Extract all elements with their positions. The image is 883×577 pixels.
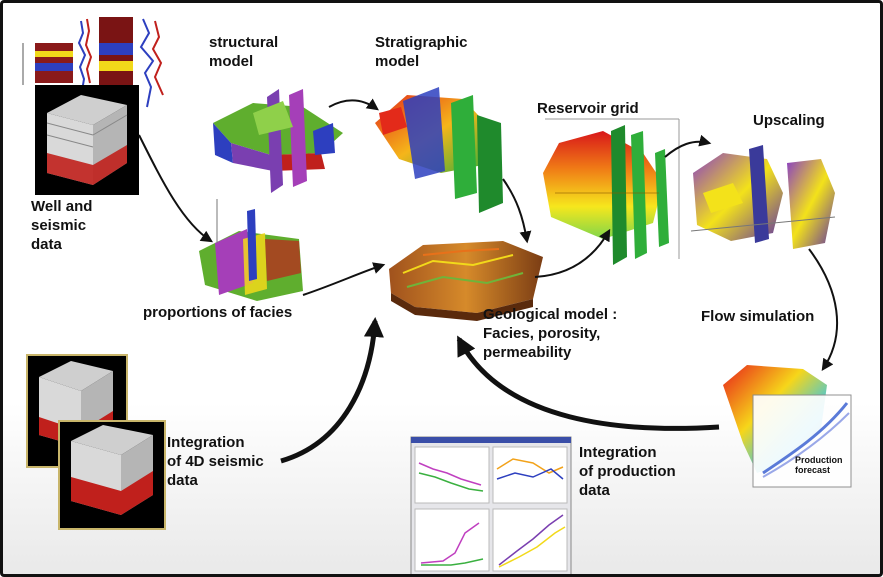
label-upscaling: Upscaling	[753, 112, 825, 129]
label-geological-model: Geological model : Facies, porosity, per…	[483, 306, 618, 361]
arrow-proportions-to-geological	[302, 262, 386, 296]
arrow-geological-to-reservoir	[534, 228, 611, 278]
arrow-reservoir-to-upscaling	[664, 134, 712, 158]
upscaling-image	[690, 145, 836, 249]
label-integration-production: Integration of production data	[579, 444, 676, 499]
arrow-upscaling-to-flow	[808, 248, 839, 371]
label-proportions-of-facies: proportions of facies	[143, 304, 293, 321]
structural-model-image	[213, 89, 343, 193]
arrow-seismic-to-proportions	[138, 134, 214, 243]
stratigraphic-model-image	[375, 87, 503, 213]
proportions-of-facies-image	[199, 199, 303, 301]
seismic-cube	[35, 85, 139, 195]
seismic-4d-cubes	[26, 354, 166, 530]
arrow-structural-to-stratigraphic	[328, 98, 379, 111]
label-reservoir-grid: Reservoir grid	[537, 100, 639, 117]
label-integration-4d-seismic: Integration of 4D seismic data	[167, 434, 264, 489]
reservoir-grid-image	[543, 118, 680, 265]
label-stratigraphic-model: Stratigraphic model	[375, 34, 468, 70]
arrow-4d-seismic-to-geological	[280, 317, 384, 464]
label-structural-model: structural model	[209, 34, 279, 70]
diagram-graphics	[22, 17, 852, 574]
label-well-seismic-data: Well and seismic data	[31, 198, 93, 253]
arrow-production-to-geological	[456, 335, 720, 431]
flow-simulation-image	[723, 365, 852, 488]
geological-model-image	[389, 241, 543, 321]
label-production-forecast: Production forecast	[795, 455, 843, 475]
workflow-arrows	[138, 98, 839, 464]
well-log-plot	[22, 17, 164, 108]
arrow-stratigraphic-to-geological	[502, 178, 532, 244]
label-flow-simulation: Flow simulation	[701, 308, 815, 325]
production-data-charts	[410, 436, 572, 574]
